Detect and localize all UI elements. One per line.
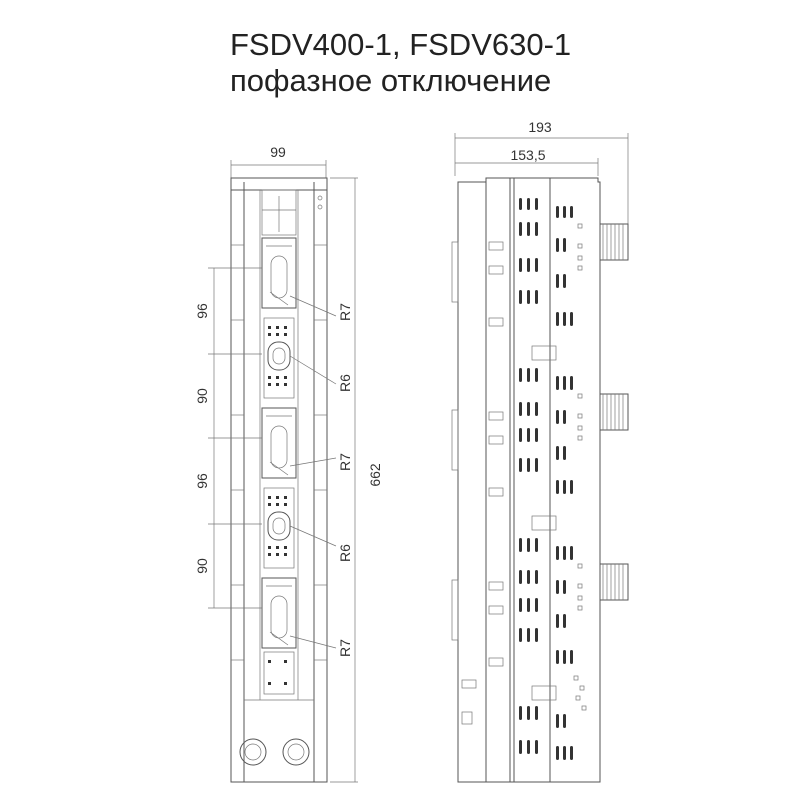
spacing-label-4: 90	[194, 558, 210, 574]
height-label: 662	[367, 463, 383, 487]
overall-width-label: 193	[528, 119, 552, 135]
housing-outline	[230, 177, 328, 783]
radius-label-3: R7	[337, 453, 353, 471]
title-line-2: пофазное отключение	[230, 63, 552, 98]
terminal-fins-2	[599, 393, 629, 431]
contact-plate-1	[261, 237, 297, 309]
indicator-squares	[573, 223, 587, 711]
fuse-window-1	[263, 317, 295, 399]
radius-label-4: R6	[337, 544, 353, 562]
cable-entry-left	[239, 738, 267, 766]
spacing-label-2: 90	[194, 388, 210, 404]
radius-label-5: R7	[337, 639, 353, 657]
body-width-label: 153,5	[510, 147, 545, 163]
mounting-section	[485, 177, 511, 783]
contact-plate-3	[261, 577, 297, 649]
side-view: 193 153,5	[451, 119, 629, 783]
cable-entry-right	[282, 738, 310, 766]
base-plate	[457, 181, 487, 783]
spacing-dimensions: 96 90 96 90	[194, 267, 262, 609]
title-line-1: FSDV400-1, FSDV630-1	[230, 27, 572, 62]
contact-plate-2	[261, 407, 297, 479]
dimension-overall-193: 193	[454, 119, 629, 230]
vent-slots-right	[556, 206, 573, 760]
front-view: 99 662	[194, 144, 383, 783]
fuse-window-2	[263, 487, 295, 569]
dimension-width-99: 99	[230, 144, 327, 178]
width-label: 99	[270, 144, 286, 160]
dimension-height-662: 662	[330, 177, 383, 783]
vent-slots-left	[519, 198, 538, 754]
radius-callouts: R7 R6 R7 R6 R7	[289, 295, 353, 657]
spacing-label-1: 96	[194, 303, 210, 319]
spacing-label-3: 96	[194, 473, 210, 489]
terminal-fins-3	[599, 563, 629, 601]
radius-label-2: R6	[337, 374, 353, 392]
lid-body	[509, 177, 601, 783]
terminal-fins-1	[599, 223, 629, 261]
radius-label-1: R7	[337, 303, 353, 321]
dimension-body-153-5: 153,5	[455, 147, 599, 176]
